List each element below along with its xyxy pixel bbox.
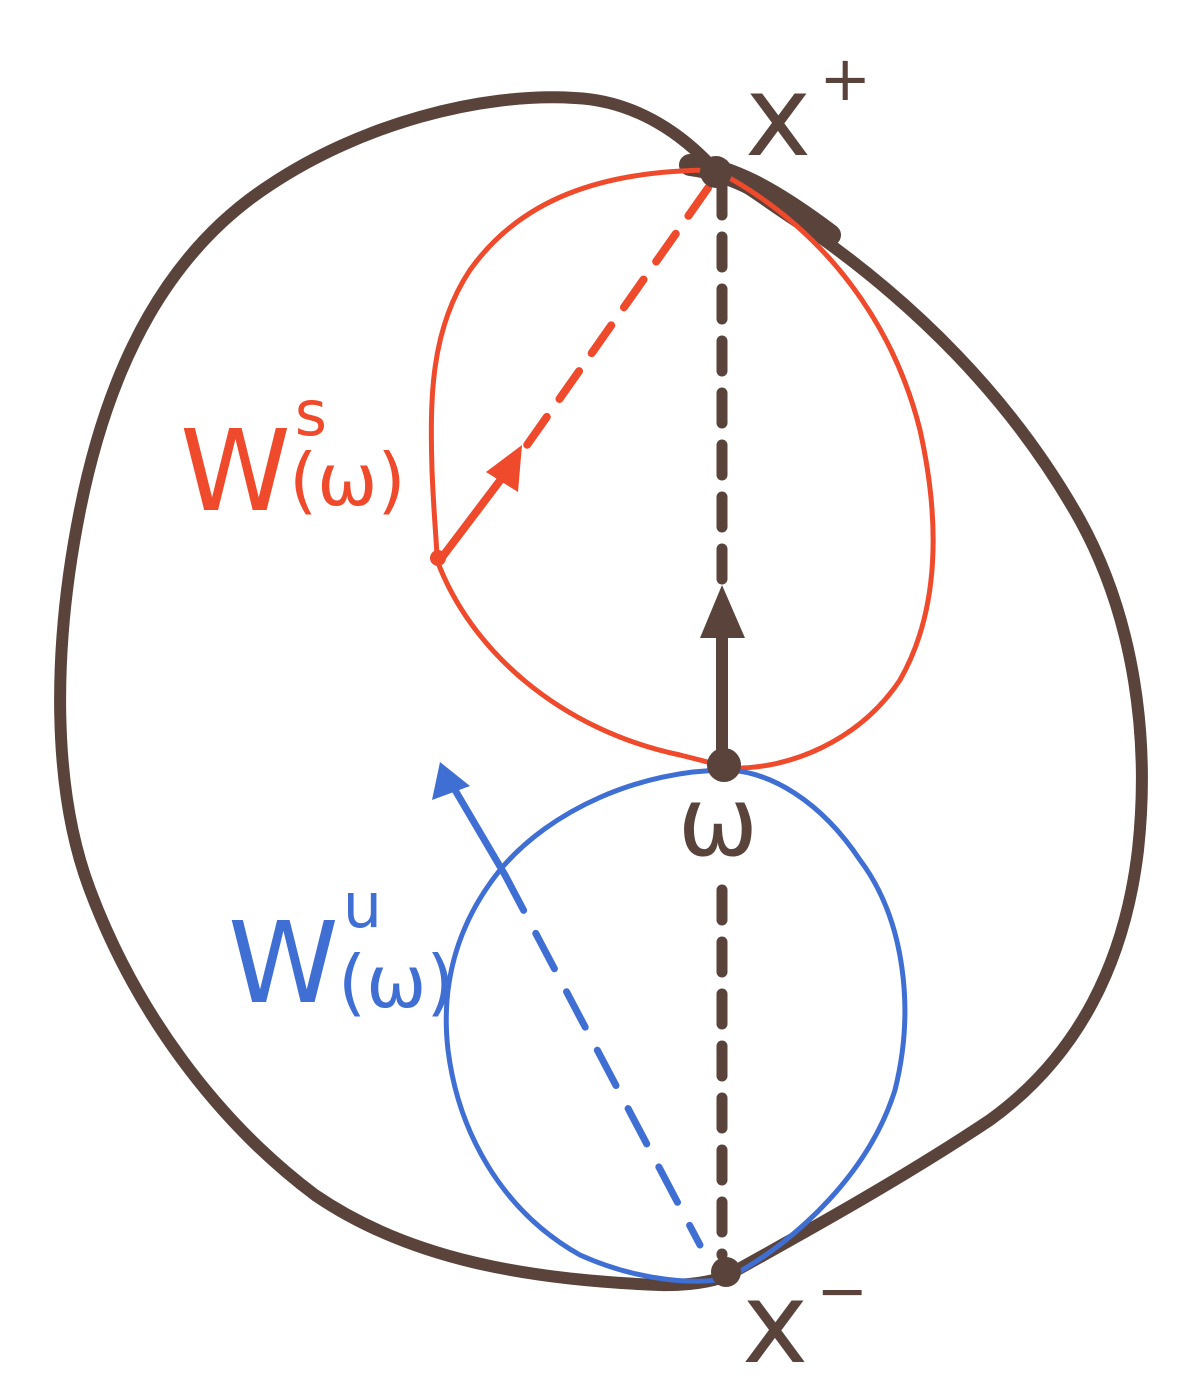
point-omega [707, 748, 741, 782]
stable-start-point [430, 550, 446, 566]
unstable-manifold-curve [443, 767, 908, 1284]
label-x-plus: x+ [745, 42, 871, 182]
stable-dashed-line [516, 184, 712, 459]
stable-arrow-shaft [436, 466, 512, 564]
unstable-arrowhead [432, 762, 470, 800]
label-x-minus: x− [742, 1254, 868, 1389]
point-x-plus [700, 156, 732, 188]
outer-boundary [54, 91, 1148, 1292]
unstable-arrow-shaft [451, 786, 509, 879]
stable-arrowhead [486, 445, 522, 492]
flow-arrowhead [700, 585, 745, 638]
point-x-minus [711, 1257, 741, 1287]
unstable-dashed-line [501, 871, 704, 1249]
label-omega: ω [678, 766, 758, 878]
label-unstable-manifold: Wu(ω) [228, 869, 455, 1029]
stable-manifold-curve [428, 167, 936, 771]
label-stable-manifold: Ws(ω) [180, 377, 406, 537]
